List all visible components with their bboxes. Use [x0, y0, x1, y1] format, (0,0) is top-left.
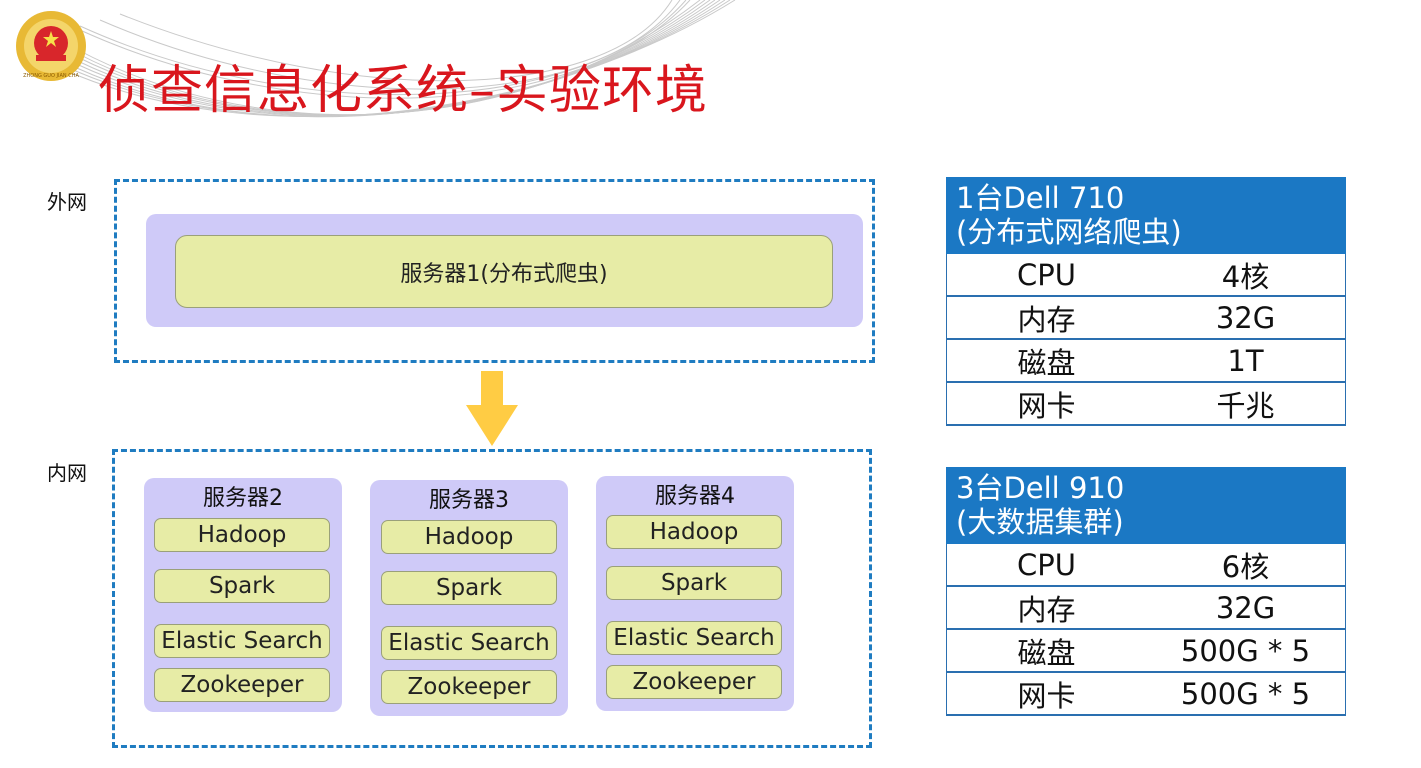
spec-key: 磁盘	[1017, 635, 1076, 670]
server-3-zookeeper: Zookeeper	[381, 670, 557, 704]
spec-row: 网卡 500G * 5	[947, 673, 1345, 716]
server-4-zookeeper: Zookeeper	[606, 665, 782, 699]
server-3-spark: Spark	[381, 571, 557, 605]
spec-table-1-header: 1台Dell 710 (分布式网络爬虫)	[946, 177, 1346, 254]
server-3-title: 服务器3	[429, 488, 509, 513]
spec-row: 磁盘 1T	[947, 340, 1345, 383]
server-1-crawler: 服务器1(分布式爬虫)	[175, 235, 833, 308]
spec-key: 网卡	[1017, 388, 1076, 423]
internal-network-label: 内网	[47, 461, 87, 485]
spec-row: 磁盘 500G * 5	[947, 630, 1345, 673]
procuratorate-emblem: ZHONG GUO JIAN CHA	[16, 11, 86, 81]
spec-row: 内存 32G	[947, 297, 1345, 340]
server-2-zookeeper: Zookeeper	[154, 668, 330, 702]
external-network-frame	[114, 179, 875, 363]
spec-key: 网卡	[1017, 678, 1076, 713]
spec-value: 4核	[1221, 259, 1270, 294]
spec-table-1-subtitle: (分布式网络爬虫)	[956, 215, 1182, 249]
spec-key: CPU	[1017, 257, 1076, 292]
external-network-label: 外网	[47, 190, 87, 214]
spec-row: 内存 32G	[947, 587, 1345, 630]
server-2-spark: Spark	[154, 569, 330, 603]
spec-table-dell-710: 1台Dell 710 (分布式网络爬虫) CPU 4核 内存 32G 磁盘 1T…	[946, 177, 1346, 426]
decorative-swoosh-lines	[59, 0, 736, 118]
server-4-elastic-search: Elastic Search	[606, 621, 782, 655]
internal-network-frame	[112, 449, 872, 748]
page-title: 侦查信息化系统–实验环境	[98, 61, 709, 121]
svg-text:ZHONG GUO JIAN CHA: ZHONG GUO JIAN CHA	[23, 73, 79, 79]
spec-table-1-title: 1台Dell 710	[956, 181, 1125, 215]
spec-table-2-header: 3台Dell 910 (大数据集群)	[946, 467, 1346, 544]
spec-row: CPU 4核	[947, 254, 1345, 297]
spec-value: 1T	[1227, 343, 1264, 378]
spec-row: 网卡 千兆	[947, 383, 1345, 426]
server-4-title: 服务器4	[655, 484, 735, 509]
spec-key: 内存	[1017, 302, 1076, 337]
spec-value: 32G	[1215, 300, 1276, 335]
spec-value: 500G * 5	[1180, 676, 1311, 711]
spec-value: 6核	[1221, 549, 1270, 584]
spec-row: CPU 6核	[947, 544, 1345, 587]
spec-key: CPU	[1017, 547, 1076, 582]
spec-table-dell-910: 3台Dell 910 (大数据集群) CPU 6核 内存 32G 磁盘 500G…	[946, 467, 1346, 716]
server-2-hadoop: Hadoop	[154, 518, 330, 552]
server-2-title: 服务器2	[203, 486, 283, 511]
server-3-hadoop: Hadoop	[381, 520, 557, 554]
spec-value: 32G	[1215, 590, 1276, 625]
spec-value: 500G * 5	[1180, 633, 1311, 668]
spec-key: 磁盘	[1017, 345, 1076, 380]
server-3-elastic-search: Elastic Search	[381, 626, 557, 660]
spec-key: 内存	[1017, 592, 1076, 627]
server-4-spark: Spark	[606, 566, 782, 600]
spec-table-2-title: 3台Dell 910	[956, 471, 1125, 505]
server-2-elastic-search: Elastic Search	[154, 624, 330, 658]
spec-table-2-subtitle: (大数据集群)	[956, 505, 1124, 539]
down-arrow-icon	[466, 371, 518, 446]
spec-value: 千兆	[1216, 388, 1275, 423]
server-4-hadoop: Hadoop	[606, 515, 782, 549]
